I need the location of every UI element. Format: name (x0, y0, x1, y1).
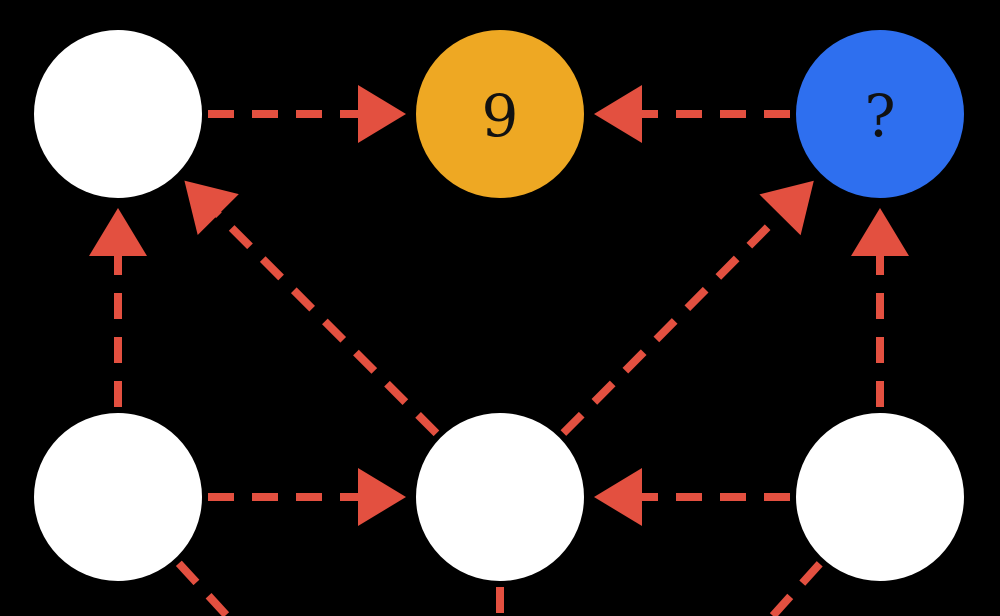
nodes-layer: 9? (34, 30, 964, 581)
node-circle (416, 30, 584, 198)
edge-bottom-center-to-top-right (560, 180, 814, 436)
node-circle (796, 413, 964, 581)
arrowhead-icon (358, 85, 406, 143)
edge-bottom-right-to-top-right (851, 208, 909, 407)
node-label: ? (864, 82, 895, 150)
arrowhead-icon (184, 180, 239, 235)
arrowhead-icon (89, 208, 147, 256)
arrowhead-icon (594, 468, 642, 526)
node-label: 9 (482, 82, 519, 150)
edge-line-partial (175, 560, 233, 616)
edge-bottom-left-to-bottom-center (208, 468, 406, 526)
node-bottom-right (796, 413, 964, 581)
edge-bottom-right-to-offscreen (767, 561, 823, 616)
node-top-right: ? (796, 30, 964, 198)
edge-bottom-center-to-top-left (184, 180, 440, 437)
edge-top-left-to-top-center (208, 85, 406, 143)
node-top-left (34, 30, 202, 198)
edge-bottom-right-to-bottom-center (594, 468, 790, 526)
node-top-center: 9 (416, 30, 584, 198)
edges-layer (89, 85, 909, 616)
node-bottom-center (416, 413, 584, 581)
arrowhead-icon (851, 208, 909, 256)
node-bottom-left (34, 413, 202, 581)
edge-line (212, 208, 440, 437)
arrowhead-icon (594, 85, 642, 143)
edge-top-right-to-top-center (594, 85, 790, 143)
edge-line-partial (767, 561, 823, 616)
arrowhead-icon (759, 180, 814, 236)
edge-bottom-left-to-top-left (89, 208, 147, 407)
arrowhead-icon (358, 468, 406, 526)
edge-bottom-left-to-offscreen (175, 560, 233, 616)
node-circle (416, 413, 584, 581)
node-circle (796, 30, 964, 198)
node-circle (34, 30, 202, 198)
edge-line (560, 209, 786, 436)
node-circle (34, 413, 202, 581)
